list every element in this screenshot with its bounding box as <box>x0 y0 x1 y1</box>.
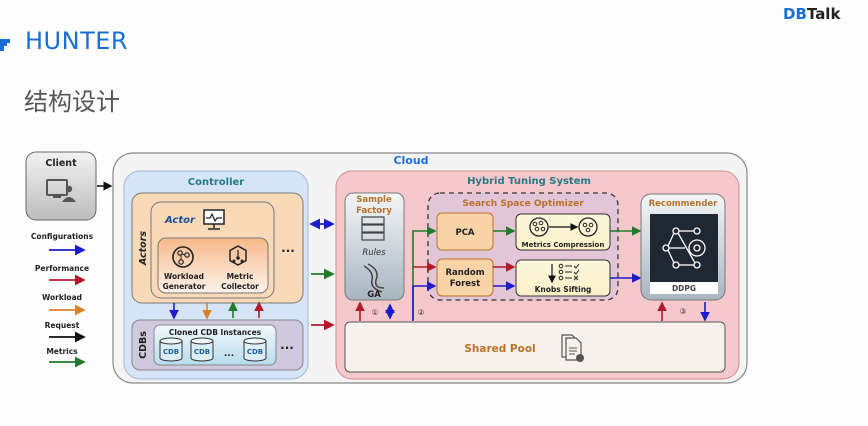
actors-ellipsis: ... <box>281 241 295 255</box>
shared-pool[interactable]: Shared Pool <box>344 321 726 373</box>
brand-prefix: DB <box>783 5 807 23</box>
neural-gear-icon <box>662 227 706 269</box>
user-computer-icon <box>46 179 76 202</box>
pca-box[interactable]: PCA <box>436 212 494 251</box>
legend-workload: Workload <box>42 293 86 316</box>
page-title: HUNTER <box>25 27 129 55</box>
cloned-instances-label: Cloned CDB Instances <box>169 328 262 337</box>
recommender-box[interactable]: Recommender DDPG <box>640 193 726 301</box>
svg-text:Configurations: Configurations <box>31 232 94 241</box>
legend-request: Request <box>45 321 86 343</box>
shared-pool-label: Shared Pool <box>464 343 535 355</box>
brand-logo: DBTalk <box>783 5 840 23</box>
recommender-label: Recommender <box>649 199 719 209</box>
actor-card[interactable]: Actor Work <box>150 201 275 299</box>
monitor-chart-icon <box>203 209 225 230</box>
controller-panel: Controller Actors Actor <box>123 170 309 380</box>
svg-text:Workload: Workload <box>42 293 82 302</box>
legend-performance: Performance <box>35 264 89 286</box>
ga-label: GA <box>367 290 381 300</box>
documents-icon <box>561 334 584 362</box>
svg-text:Request: Request <box>45 321 80 330</box>
step-2-badge: ② <box>417 308 424 317</box>
cloud-label: Cloud <box>393 154 428 167</box>
hexagon-collector-icon <box>229 245 247 266</box>
step-1-badge: ① <box>371 308 378 317</box>
legend-configurations: Configurations <box>31 232 94 256</box>
page-subtitle: 结构设计 <box>24 88 120 116</box>
cdbs-label: CDBs <box>138 331 149 359</box>
cdb-instance[interactable]: CDB <box>190 337 214 362</box>
cdb-row: CDB CDB... CDB <box>159 337 267 362</box>
cdb-instance[interactable]: CDB <box>159 337 183 362</box>
svg-text:...: ... <box>224 349 234 359</box>
cluster-compress-icon <box>529 217 598 237</box>
cdb-ellipsis: ... <box>224 349 234 359</box>
knobs-sifting-label: Knobs Sifting <box>535 285 592 294</box>
dna-icon <box>363 263 385 293</box>
legend-metrics: Metrics <box>46 347 86 368</box>
cdb-label: CDB <box>194 348 210 356</box>
rules-label: Rules <box>362 248 386 258</box>
metrics-compression-box[interactable]: Metrics Compression <box>515 213 611 251</box>
cdb-instance[interactable]: CDB <box>243 337 267 362</box>
controller-label: Controller <box>188 177 245 188</box>
optimizer-label: Search Space Optimizer <box>462 199 584 209</box>
checklist-filter-icon <box>548 263 580 284</box>
network-nodes-icon <box>172 246 194 268</box>
client-box[interactable]: Client <box>25 151 97 221</box>
legend: Configurations Performance Workload Requ… <box>31 232 94 368</box>
actors-label: Actors <box>138 231 149 266</box>
hybrid-label: Hybrid Tuning System <box>467 176 591 187</box>
svg-text:Metrics: Metrics <box>46 347 78 356</box>
logo-mark-icon <box>0 36 10 51</box>
ddpg-label: DDPG <box>672 284 696 293</box>
client-label: Client <box>45 158 77 169</box>
cdb-label: CDB <box>247 348 263 356</box>
actor-label: Actor <box>164 215 196 226</box>
server-stack-icon <box>361 216 385 241</box>
knobs-sifting-box[interactable]: Knobs Sifting <box>515 259 611 297</box>
brand-suffix: Talk <box>806 5 841 23</box>
step-3-badge: ③ <box>679 307 686 316</box>
cdb-label: CDB <box>163 348 179 356</box>
actors-group: Actors Actor <box>131 192 304 304</box>
pca-label: PCA <box>455 228 474 238</box>
svg-text:Performance: Performance <box>35 264 89 273</box>
cdbs-group: CDBs Cloned CDB Instances CDB CDB... CDB .… <box>131 319 304 371</box>
cdbs-ellipsis: ... <box>280 338 294 352</box>
metrics-compression-label: Metrics Compression <box>522 241 605 249</box>
